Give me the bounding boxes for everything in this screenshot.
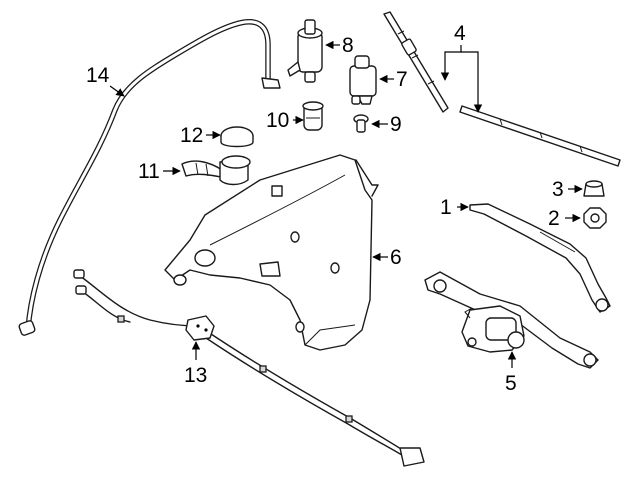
filler-neck-part[interactable] [181, 155, 251, 186]
wiper-linkage-motor-part[interactable] [424, 271, 599, 369]
washer-jet-part[interactable] [287, 19, 323, 83]
callout-2: 2 [548, 207, 560, 230]
callout-8: 8 [342, 34, 354, 57]
callout-4: 4 [454, 22, 466, 45]
filler-cap-part[interactable] [220, 126, 254, 148]
callout-10: 10 [266, 109, 289, 132]
wiper-blade-lower-part[interactable] [459, 105, 621, 167]
washer-reservoir-part[interactable] [164, 154, 379, 351]
washer-hose-part[interactable] [18, 19, 281, 336]
nut-part[interactable] [583, 207, 607, 229]
callout-13: 13 [184, 364, 207, 387]
callout-14: 14 [86, 64, 110, 87]
wiper-blade-upper-part[interactable] [383, 11, 449, 113]
callout-6: 6 [390, 246, 402, 269]
leader-lines [109, 40, 583, 368]
grommet-part[interactable] [302, 101, 324, 131]
screw-part[interactable] [353, 114, 369, 133]
callout-9: 9 [390, 113, 402, 136]
washer-pump-part[interactable] [349, 55, 377, 105]
callout-1: 1 [440, 196, 452, 219]
callout-12: 12 [180, 124, 203, 147]
wiring-harness-part[interactable] [73, 269, 425, 467]
callout-7: 7 [396, 68, 408, 91]
callout-labels: 1 2 3 4 5 6 7 8 9 10 11 12 13 14 [86, 22, 564, 395]
callout-11: 11 [138, 160, 160, 183]
wiper-arm-part[interactable] [469, 203, 611, 313]
callout-3: 3 [552, 178, 564, 201]
nut-cap-part[interactable] [583, 180, 605, 197]
callout-5: 5 [505, 372, 517, 395]
